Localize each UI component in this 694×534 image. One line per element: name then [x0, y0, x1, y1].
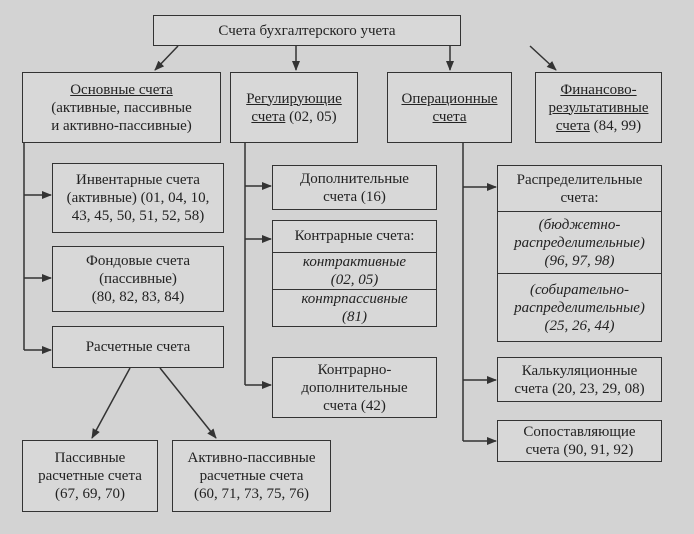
financial-codes: (84, 99): [589, 117, 642, 134]
root-label: Счета бухгалтерского учета: [218, 22, 396, 39]
fund-l1: Фондовые счета: [85, 253, 191, 269]
contra-passive: контрпассивные: [301, 291, 408, 307]
budget-codes: (96, 97, 98): [544, 252, 615, 269]
passive-settlement-box: Пассивные расчетные счета (67, 69, 70): [22, 440, 158, 512]
contra-passive-codes: (81): [342, 309, 367, 325]
contra-additional-l2: дополнительные: [301, 379, 408, 396]
active-passive-settlement-box: Активно-пассивные расчетные счета (60, 7…: [172, 440, 331, 512]
contra-l1: Контрарные счета:: [294, 228, 415, 245]
comparison-l1: Сопоставляющие: [523, 424, 636, 440]
comparison-accounts-box: Сопоставляющие счета (90, 91, 92): [497, 420, 662, 462]
distribution-l2: счета:: [560, 189, 599, 206]
operational-title2: счета: [432, 108, 467, 125]
basic-line3: и активно-пассивные): [51, 117, 192, 134]
passive-settlement-l3: (67, 69, 70): [55, 486, 125, 502]
ap-settlement-l1: Активно-пассивные: [187, 450, 316, 466]
additional-accounts-box: Дополнительные счета (16): [272, 165, 437, 210]
settlement-l1: Расчетные счета: [85, 339, 191, 355]
calculation-accounts-box: Калькуляционные счета (20, 23, 29, 08): [497, 357, 662, 402]
regulating-title: Регулирующие: [246, 90, 342, 107]
calculation-l1: Калькуляционные: [521, 362, 638, 379]
collect-codes: (25, 26, 44): [544, 317, 615, 334]
fund-l3: (80, 82, 83, 84): [91, 289, 185, 305]
budget-l2: распределительные): [514, 234, 645, 251]
collect-l2: распределительные): [514, 299, 645, 316]
regulating-codes: (02, 05): [285, 108, 337, 125]
financial-title3: счета: [555, 117, 590, 134]
basic-title: Основные счета: [70, 81, 173, 98]
additional-l1: Дополнительные: [300, 170, 409, 187]
operational-title: Операционные: [401, 90, 498, 107]
inventory-l3: 43, 45, 50, 51, 52, 58): [71, 208, 205, 224]
inventory-l1: Инвентарные счета: [76, 172, 200, 188]
arrow-to-basic: [154, 45, 179, 71]
inventory-l2: (активные) (01, 04, 10,: [66, 190, 210, 206]
calculation-l2: счета (20, 23, 29, 08): [514, 380, 645, 397]
financial-title2: результативные: [548, 99, 649, 116]
comparison-l2: счета (90, 91, 92): [525, 442, 634, 458]
passive-settlement-l2: расчетные счета: [38, 468, 142, 484]
regulating-title2: счета: [251, 108, 286, 125]
contra-active: контрактивные: [302, 253, 407, 270]
ap-settlement-l3: (60, 71, 73, 75, 76): [194, 486, 309, 502]
ap-settlement-l2: расчетные счета: [199, 468, 304, 484]
contra-additional-l3: счета (42): [323, 397, 386, 414]
distribution-l1: Распределительные: [516, 171, 643, 188]
fund-accounts-box: Фондовые счета (пассивные) (80, 82, 83, …: [52, 246, 224, 312]
root-box: Счета бухгалтерского учета: [153, 15, 461, 46]
operational-accounts-box: Операционные счета: [387, 72, 512, 143]
financial-title: Финансово-: [560, 81, 637, 98]
contra-additional-l1: Контрарно-: [317, 361, 392, 378]
basic-accounts-box: Основные счета (активные, пассивные и ак…: [22, 72, 221, 143]
fund-l2: (пассивные): [99, 271, 177, 287]
additional-l2: счета (16): [323, 188, 386, 205]
budget-l1: (бюджетно-: [538, 216, 621, 233]
passive-settlement-l1: Пассивные: [54, 450, 126, 466]
financial-accounts-box: Финансово- результативные счета (84, 99): [535, 72, 662, 143]
contra-accounts-box: Контрарные счета: контрактивные(02, 05) …: [272, 220, 437, 327]
collect-l1: (собирательно-: [529, 281, 630, 298]
contra-active-codes: (02, 05): [330, 271, 379, 288]
settlement-accounts-box: Расчетные счета: [52, 326, 224, 368]
contra-additional-box: Контрарно- дополнительные счета (42): [272, 357, 437, 418]
arrow-to-financial: [529, 45, 557, 71]
basic-line2: (активные, пассивные: [51, 99, 192, 116]
regulating-accounts-box: Регулирующие счета (02, 05): [230, 72, 358, 143]
inventory-accounts-box: Инвентарные счета (активные) (01, 04, 10…: [52, 163, 224, 233]
